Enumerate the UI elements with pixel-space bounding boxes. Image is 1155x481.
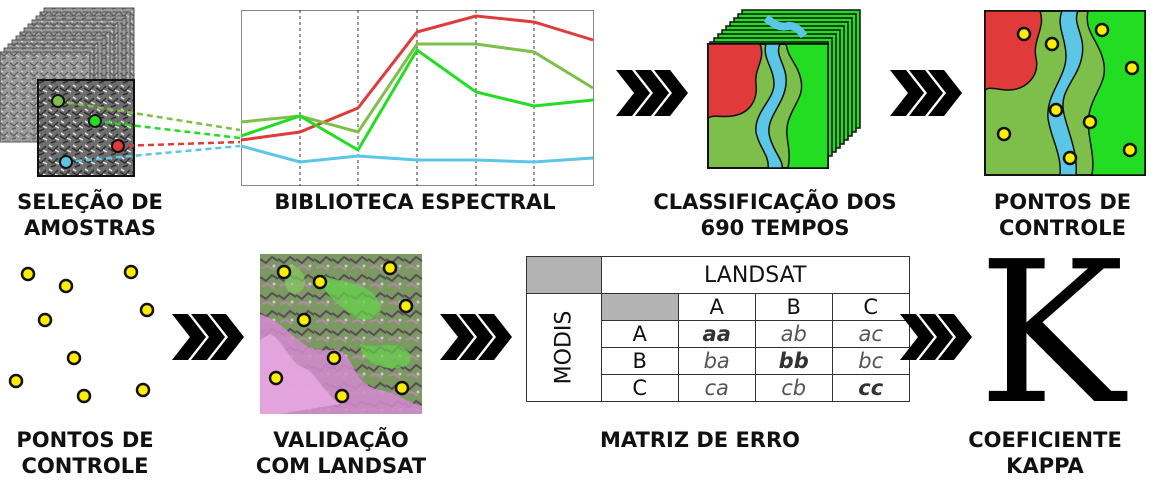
chevron-arrow-icon — [440, 314, 512, 360]
step-label-sample-selection: SELEÇÃO DE AMOSTRAS — [0, 189, 180, 241]
step-label-control-points-top: PONTOS DE CONTROLE — [970, 189, 1155, 241]
chevron-arrow-icon — [890, 70, 962, 116]
step-label-classification: CLASSIFICAÇÃO DOS 690 TEMPOS — [630, 189, 920, 241]
matrix-row-label: A — [600, 320, 679, 348]
label-line: COEFICIENTE — [968, 428, 1122, 452]
matrix-cell: ab — [754, 320, 833, 348]
label-line: VALIDAÇÃO — [273, 428, 409, 452]
label-line: KAPPA — [1006, 454, 1084, 478]
matrix-cell: ba — [677, 347, 756, 375]
satellite-image-stack — [0, 7, 240, 177]
spectral-curve-blue — [241, 144, 594, 164]
step-label-kappa: COEFICIENTE KAPPA — [940, 427, 1150, 479]
step-label-landsat-validation: VALIDAÇÃO COM LANDSAT — [226, 427, 456, 479]
control-points-map — [984, 10, 1146, 176]
kappa-symbol: K — [978, 220, 1125, 448]
matrix-row-label: B — [600, 347, 679, 375]
matrix-col-label: A — [677, 293, 756, 321]
matrix-cell: ac — [831, 320, 910, 348]
step-label-spectral-library: BIBLIOTECA ESPECTRAL — [230, 189, 600, 215]
label-line: COM LANDSAT — [255, 454, 427, 478]
label-line: CONTROLE — [21, 454, 149, 478]
label-line: 690 TEMPOS — [700, 216, 850, 240]
step-label-control-points-bottom: PONTOS DE CONTROLE — [0, 427, 170, 479]
label-line: AMOSTRAS — [24, 216, 156, 240]
spectral-curve-red — [241, 14, 594, 142]
spectral-library-chart — [241, 10, 594, 186]
classification-map-stack — [707, 9, 861, 169]
matrix-col-label: C — [831, 293, 910, 321]
landsat-validation-image — [260, 254, 422, 414]
chevron-arrow-icon — [900, 314, 972, 360]
matrix-subcorner — [600, 293, 679, 321]
chevron-arrow-icon — [616, 70, 688, 116]
label-line: PONTOS DE — [16, 428, 154, 452]
error-matrix: LANDSAT MODIS A B C A aa ab ac B ba bb b… — [526, 256, 910, 402]
matrix-cell: cc — [831, 374, 910, 402]
label-line: BIBLIOTECA ESPECTRAL — [274, 190, 556, 214]
spectral-curve-green — [241, 47, 594, 153]
matrix-row-header: MODIS — [526, 293, 602, 402]
matrix-cell: ca — [677, 374, 756, 402]
control-points-scatter — [8, 264, 155, 404]
step-label-error-matrix: MATRIZ DE ERRO — [520, 427, 880, 453]
matrix-corner — [526, 256, 602, 294]
label-line: PONTOS DE — [993, 190, 1132, 214]
label-line: MATRIZ DE ERRO — [600, 428, 800, 452]
chevron-arrow-icon — [172, 314, 244, 360]
label-line: CLASSIFICAÇÃO DOS — [653, 190, 897, 214]
matrix-cell: cb — [754, 374, 833, 402]
matrix-row-header-label: MODIS — [551, 310, 577, 385]
label-line: CONTROLE — [999, 216, 1126, 240]
matrix-col-label: B — [754, 293, 833, 321]
matrix-row-label: C — [600, 374, 679, 402]
matrix-cell: bc — [831, 347, 910, 375]
matrix-cell: bb — [754, 347, 833, 375]
matrix-cell: aa — [677, 320, 756, 348]
label-line: SELEÇÃO DE — [17, 190, 163, 214]
matrix-col-header: LANDSAT — [600, 256, 910, 294]
